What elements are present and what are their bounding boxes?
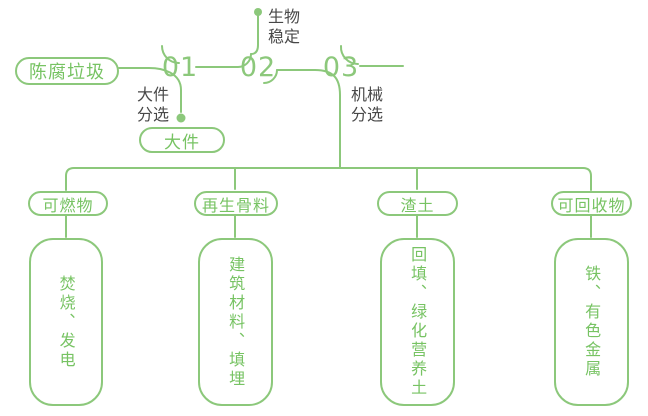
step-label-mechanical-sorting: 机械分选	[351, 85, 384, 124]
branch-detail-text: 回填、绿化营养土	[408, 246, 428, 398]
step-label-bio-stabilization: 生物稳定	[268, 7, 301, 46]
bio-stabilization-connector	[250, 15, 259, 55]
branch-box-recyclables: 铁、有色金属	[554, 238, 629, 406]
arc-step02-under	[263, 69, 278, 84]
distribution-line	[65, 167, 592, 191]
arc-step01	[161, 45, 180, 64]
branch-detail-text: 建筑材料、填埋	[226, 255, 246, 389]
connector-dot-bulky	[176, 113, 186, 123]
node-bulky-pill: 大件	[139, 127, 225, 153]
step-number-01: 01	[161, 52, 199, 83]
branch-pill-recycled-aggregate: 再生骨料	[194, 191, 278, 216]
line-source-to-step01-drop	[118, 67, 182, 113]
branch-pill-recyclables: 可回收物	[551, 191, 632, 216]
line-step02-to-step03-drop	[276, 69, 341, 169]
line-step01-to-step02	[195, 53, 252, 68]
connector-dot-bio	[254, 8, 262, 16]
arc-step03	[339, 45, 359, 66]
branch-box-recycled-aggregate: 建筑材料、填埋	[198, 238, 273, 406]
step-label-bulky-sorting: 大件分选	[137, 85, 170, 124]
node-source-pill: 陈腐垃圾	[15, 57, 119, 85]
branch-box-combustibles: 焚烧、发电	[29, 238, 103, 406]
branch-detail-text: 焚烧、发电	[56, 274, 76, 370]
step-number-02: 02	[239, 52, 277, 83]
step-number-03: 03	[322, 52, 360, 83]
branch-pill-combustibles: 可燃物	[28, 191, 108, 216]
branch-box-slag-soil: 回填、绿化营养土	[380, 238, 455, 406]
branch-pill-slag-soil: 渣土	[377, 191, 458, 216]
branch-detail-text: 铁、有色金属	[582, 265, 602, 379]
